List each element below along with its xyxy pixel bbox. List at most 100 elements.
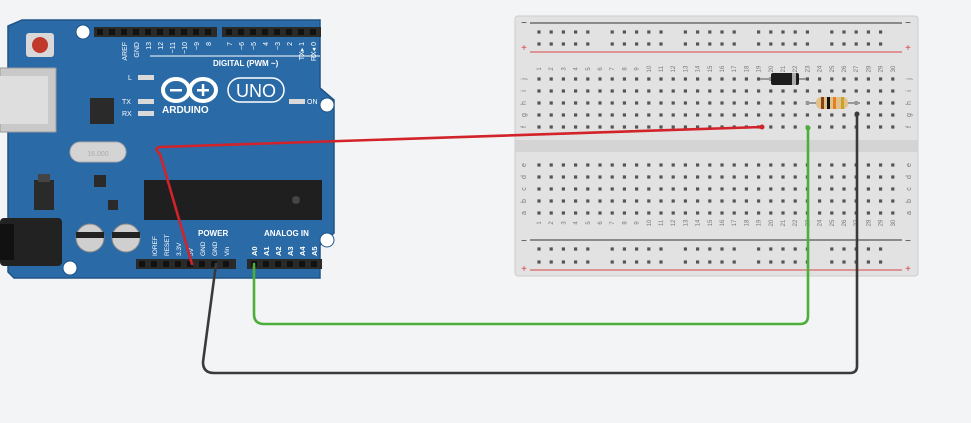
breadboard-hole[interactable]	[757, 199, 761, 203]
digital-pin-hole[interactable]	[181, 29, 187, 35]
breadboard-hole[interactable]	[659, 175, 663, 179]
breadboard-hole[interactable]	[781, 199, 785, 203]
rail-hole[interactable]	[769, 260, 773, 264]
rail-hole[interactable]	[622, 42, 626, 46]
breadboard-hole[interactable]	[671, 187, 675, 191]
diode[interactable]	[760, 73, 806, 85]
breadboard-hole[interactable]	[720, 199, 724, 203]
rail-hole[interactable]	[561, 247, 565, 251]
breadboard-hole[interactable]	[610, 163, 614, 167]
breadboard-hole[interactable]	[561, 101, 565, 105]
power-pin-hole[interactable]	[187, 261, 193, 267]
rail-hole[interactable]	[549, 42, 553, 46]
digital-pin-hole[interactable]	[133, 29, 139, 35]
breadboard-hole[interactable]	[598, 89, 602, 93]
rail-hole[interactable]	[635, 247, 639, 251]
rail-hole[interactable]	[696, 30, 700, 34]
breadboard-hole[interactable]	[659, 125, 663, 129]
breadboard-hole[interactable]	[769, 101, 773, 105]
breadboard-hole[interactable]	[818, 187, 822, 191]
breadboard-hole[interactable]	[732, 199, 736, 203]
rail-hole[interactable]	[622, 260, 626, 264]
breadboard-hole[interactable]	[891, 125, 895, 129]
breadboard-hole[interactable]	[781, 89, 785, 93]
digital-pin-hole[interactable]	[262, 29, 268, 35]
breadboard-hole[interactable]	[744, 187, 748, 191]
breadboard-hole[interactable]	[635, 187, 639, 191]
rail-hole[interactable]	[793, 30, 797, 34]
breadboard-hole[interactable]	[598, 101, 602, 105]
breadboard-hole[interactable]	[793, 211, 797, 215]
rail-hole[interactable]	[732, 260, 736, 264]
power-header[interactable]	[136, 259, 236, 269]
breadboard-hole[interactable]	[793, 113, 797, 117]
rail-hole[interactable]	[659, 30, 663, 34]
rail-hole[interactable]	[683, 260, 687, 264]
breadboard-hole[interactable]	[622, 175, 626, 179]
breadboard[interactable]: −−++−−++ 1122334455667788991010111112121…	[514, 15, 919, 277]
breadboard-hole[interactable]	[842, 175, 846, 179]
breadboard-hole[interactable]	[879, 77, 883, 81]
breadboard-hole[interactable]	[561, 77, 565, 81]
breadboard-hole[interactable]	[842, 125, 846, 129]
breadboard-hole[interactable]	[842, 187, 846, 191]
wire-red-5v[interactable]	[155, 125, 764, 266]
breadboard-hole[interactable]	[537, 101, 541, 105]
breadboard-hole[interactable]	[622, 77, 626, 81]
breadboard-hole[interactable]	[586, 101, 590, 105]
digital-pin-hole[interactable]	[250, 29, 256, 35]
breadboard-hole[interactable]	[769, 163, 773, 167]
breadboard-hole[interactable]	[769, 199, 773, 203]
breadboard-hole[interactable]	[622, 199, 626, 203]
breadboard-hole[interactable]	[549, 211, 553, 215]
breadboard-hole[interactable]	[696, 187, 700, 191]
rail-hole[interactable]	[647, 247, 651, 251]
breadboard-hole[interactable]	[622, 89, 626, 93]
breadboard-hole[interactable]	[732, 77, 736, 81]
breadboard-hole[interactable]	[610, 77, 614, 81]
breadboard-hole[interactable]	[622, 211, 626, 215]
breadboard-hole[interactable]	[757, 175, 761, 179]
bottom-pin-holes[interactable]	[139, 261, 317, 267]
rail-hole[interactable]	[793, 247, 797, 251]
breadboard-hole[interactable]	[769, 89, 773, 93]
breadboard-hole[interactable]	[744, 199, 748, 203]
breadboard-hole[interactable]	[793, 89, 797, 93]
breadboard-hole[interactable]	[586, 175, 590, 179]
rail-hole[interactable]	[732, 30, 736, 34]
breadboard-hole[interactable]	[769, 125, 773, 129]
breadboard-hole[interactable]	[574, 175, 578, 179]
rail-hole[interactable]	[647, 260, 651, 264]
breadboard-hole[interactable]	[549, 89, 553, 93]
breadboard-hole[interactable]	[879, 211, 883, 215]
breadboard-hole[interactable]	[537, 163, 541, 167]
breadboard-hole[interactable]	[635, 101, 639, 105]
breadboard-hole[interactable]	[610, 175, 614, 179]
rail-hole[interactable]	[647, 30, 651, 34]
breadboard-hole[interactable]	[781, 175, 785, 179]
breadboard-hole[interactable]	[793, 187, 797, 191]
breadboard-hole[interactable]	[537, 199, 541, 203]
breadboard-hole[interactable]	[561, 113, 565, 117]
breadboard-hole[interactable]	[866, 163, 870, 167]
breadboard-hole[interactable]	[866, 199, 870, 203]
breadboard-hole[interactable]	[635, 211, 639, 215]
breadboard-hole[interactable]	[757, 113, 761, 117]
breadboard-hole[interactable]	[744, 163, 748, 167]
rail-hole[interactable]	[610, 42, 614, 46]
rail-hole[interactable]	[683, 30, 687, 34]
breadboard-hole[interactable]	[708, 163, 712, 167]
breadboard-hole[interactable]	[586, 89, 590, 93]
rail-hole[interactable]	[720, 260, 724, 264]
breadboard-hole[interactable]	[866, 101, 870, 105]
rail-hole[interactable]	[732, 42, 736, 46]
breadboard-hole[interactable]	[671, 101, 675, 105]
breadboard-hole[interactable]	[671, 125, 675, 129]
rail-hole[interactable]	[647, 42, 651, 46]
breadboard-hole[interactable]	[818, 163, 822, 167]
breadboard-hole[interactable]	[574, 163, 578, 167]
breadboard-hole[interactable]	[891, 113, 895, 117]
breadboard-hole[interactable]	[830, 211, 834, 215]
breadboard-hole[interactable]	[879, 113, 883, 117]
digital-pin-hole[interactable]	[121, 29, 127, 35]
